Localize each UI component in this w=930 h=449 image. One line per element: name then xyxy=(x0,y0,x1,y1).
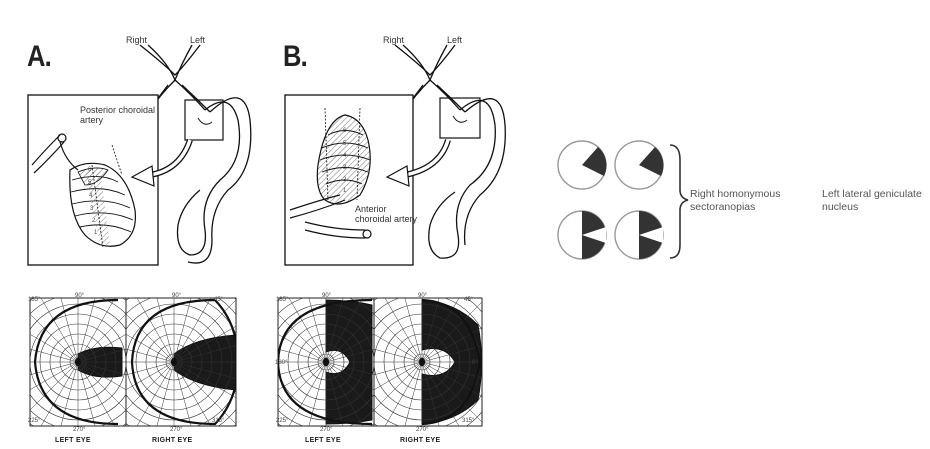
deg-a-tr: 45° xyxy=(214,297,224,303)
layer-num-a-1: 1 xyxy=(94,230,98,236)
panel-b-artery-label: Anterior choroidal artery xyxy=(355,204,418,224)
curly-brace xyxy=(669,144,689,259)
panel-b-left-label: Left xyxy=(447,35,463,45)
deg-b-l-top: 90° xyxy=(322,293,332,299)
deg-b-tr: 45° xyxy=(464,297,474,303)
layer-num-a-4: 4 xyxy=(89,193,93,199)
deg-b-tl: 135° xyxy=(276,297,289,303)
visual-field-charts xyxy=(29,297,483,427)
layer-num-b-3: 3 xyxy=(343,165,347,171)
deg-b-right: 0° xyxy=(472,360,478,366)
deg-a-r-bottom: 270° xyxy=(170,427,183,433)
layer-num-a-5: 5 xyxy=(88,180,92,186)
deg-b-l-bottom: 270° xyxy=(320,427,333,433)
panel-a-artery-label: Posterior choroidal artery xyxy=(80,105,156,125)
field-icon-top-right xyxy=(614,140,664,190)
layer-num-a-3: 3 xyxy=(90,206,94,212)
panel-a-left-eye-label: LEFT EYE xyxy=(55,437,91,444)
deg-b-r-bottom: 270° xyxy=(416,427,429,433)
deg-a-r-top: 90° xyxy=(172,293,182,299)
deg-a-br: 315° xyxy=(212,418,225,424)
location-label: Left lateral geniculate nucleus xyxy=(822,188,922,213)
defect-label: Right homonymous sectoranopias xyxy=(690,188,781,213)
field-chart-b-right xyxy=(373,297,483,427)
deg-a-l-bottom: 270° xyxy=(73,427,86,433)
deg-a-l-top: 90° xyxy=(75,293,85,299)
layer-num-a-2: 2 xyxy=(92,218,96,224)
layer-num-b-4: 4 xyxy=(343,153,347,159)
lgn-layers-b xyxy=(316,107,371,205)
layer-num-b-1: 1 xyxy=(343,188,347,194)
field-chart-a-left xyxy=(29,297,127,427)
lgn-layers-a xyxy=(69,144,137,249)
field-icon-bottom-left xyxy=(557,210,607,260)
panel-a-right-label: Right xyxy=(126,35,148,45)
posterior-choroidal-artery xyxy=(31,133,79,174)
deg-b-left: 180° xyxy=(275,360,288,366)
panel-b-left-eye-label: LEFT EYE xyxy=(305,437,341,444)
deg-a-bl: 225° xyxy=(28,418,41,424)
lgn-box-b xyxy=(439,97,481,139)
panel-b xyxy=(284,44,506,266)
layer-num-b-5: 5 xyxy=(343,141,347,147)
panel-a-right-eye-label: RIGHT EYE xyxy=(152,437,193,444)
deg-b-bl: 225° xyxy=(276,418,289,424)
deg-b-br: 315° xyxy=(462,418,475,424)
layer-num-a-6: 6 xyxy=(88,167,92,173)
deg-b-r-top: 90° xyxy=(418,293,428,299)
layer-num-b-6: 6 xyxy=(343,128,347,134)
panel-b-letter: B. xyxy=(283,40,308,73)
panel-b-right-label: Right xyxy=(383,35,405,45)
panel-a-left-label: Left xyxy=(190,35,206,45)
field-icon-top-left xyxy=(557,140,607,190)
deg-a-tl: 135° xyxy=(28,297,41,303)
panel-b-right-eye-label: RIGHT EYE xyxy=(400,437,441,444)
panel-a xyxy=(27,44,252,266)
field-chart-b-left xyxy=(277,297,375,427)
anterior-choroidal-artery xyxy=(289,194,372,239)
panel-a-letter: A. xyxy=(27,40,52,73)
layer-num-b-2: 2 xyxy=(343,177,347,183)
lgn-box-a xyxy=(184,99,224,141)
field-icon-bottom-right xyxy=(614,210,664,260)
sectoranopia-icons xyxy=(557,140,689,260)
field-chart-a-right xyxy=(125,297,237,427)
